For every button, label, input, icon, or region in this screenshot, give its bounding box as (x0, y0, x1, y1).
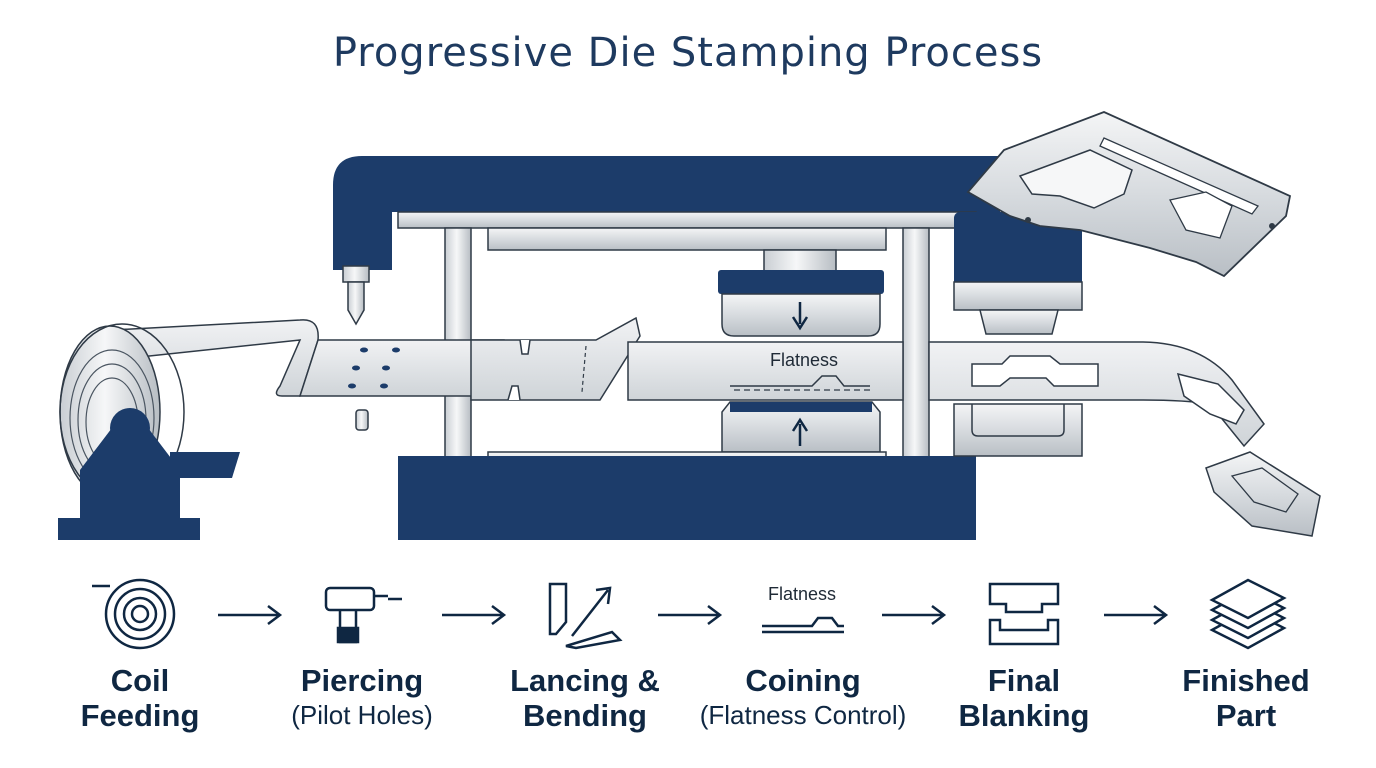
arrow-icon (658, 605, 723, 625)
step-label-line2: Feeding (80, 698, 200, 733)
press-frame (333, 156, 1000, 270)
flatness-icon-label: Flatness (768, 584, 836, 604)
metal-strip: Flatness (298, 316, 1321, 537)
drill-icon (324, 586, 402, 644)
step-label-line1: Final (987, 663, 1061, 698)
step-label-sub: (Flatness Control) (699, 700, 907, 730)
page-title: Progressive Die Stamping Process (332, 30, 1044, 76)
step-finished-part: Finished Part (1126, 663, 1366, 733)
step-label-line1: Coil (110, 663, 170, 698)
finished-part (966, 111, 1292, 278)
step-label-line1: Coining (745, 663, 861, 698)
step-label-sub: (Pilot Holes) (291, 700, 433, 730)
diagram-flatness-label: Flatness (770, 350, 838, 370)
bend-icon (548, 582, 623, 650)
upper-coining-die (718, 249, 884, 337)
step-final-blanking: Final Blanking (904, 663, 1144, 733)
lower-die (398, 401, 1083, 540)
step-coil-feeding: Coil Feeding (20, 663, 260, 733)
step-label-line1: Piercing (300, 663, 424, 698)
arrow-icon (882, 605, 947, 625)
coil (58, 319, 319, 540)
blanking-icon (988, 582, 1060, 646)
step-label-line1: Lancing & (510, 663, 660, 698)
flatness-icon: Flatness (762, 584, 844, 634)
flow-arrows (218, 605, 1169, 625)
arrow-icon (1104, 605, 1169, 625)
step-label-line1: Finished (1182, 663, 1310, 698)
stacked-parts-icon (1209, 578, 1287, 650)
step-label-line2: Part (1215, 698, 1277, 733)
step-lancing-bending: Lancing & Bending (465, 663, 705, 733)
blanking-punch (953, 212, 1083, 335)
coil-icon (92, 578, 176, 650)
pierce-punch (342, 265, 370, 326)
step-label-line2: Bending (523, 698, 647, 733)
arrow-icon (442, 605, 507, 625)
arrow-icon (218, 605, 283, 625)
step-label-line2: Blanking (958, 698, 1090, 733)
step-piercing: Piercing (Pilot Holes) (242, 663, 482, 733)
step-coining: Coining (Flatness Control) (672, 663, 934, 733)
